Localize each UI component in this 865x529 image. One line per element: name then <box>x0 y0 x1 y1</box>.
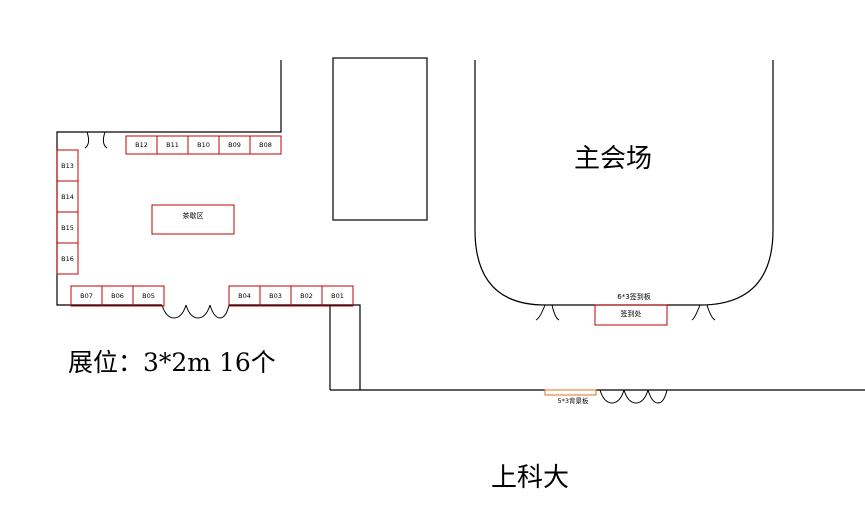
pillar <box>332 57 428 221</box>
signin-board-label: 6*3签到板 <box>617 293 651 301</box>
building-label: 上科大 <box>491 463 570 493</box>
booth-label-b03: B03 <box>269 292 282 300</box>
tea-area-label: 茶歇区 <box>182 212 204 220</box>
booth-label-b16: B16 <box>61 255 74 263</box>
exhibition-hall-wall <box>56 60 282 306</box>
signin-desk-box <box>594 304 668 326</box>
booth-b01 <box>321 285 354 307</box>
door-top <box>84 131 108 149</box>
booth-b16 <box>56 242 79 275</box>
booth-label-b12: B12 <box>135 141 148 149</box>
door-exhibition-bottom <box>161 304 230 319</box>
booth-label-b15: B15 <box>61 224 74 232</box>
walls <box>56 60 865 391</box>
booth-label-b11: B11 <box>166 141 179 149</box>
tea-area-box <box>151 204 235 235</box>
booth-label-b08: B08 <box>259 141 272 149</box>
booth-label-b10: B10 <box>197 141 210 149</box>
booth-label-b09: B09 <box>228 141 241 149</box>
main-hall-left-wall <box>474 60 546 306</box>
door-main-hall-left <box>535 304 560 321</box>
backdrop-box <box>544 389 597 396</box>
backdrop-label: 5*3背景板 <box>557 397 589 405</box>
main-hall-right-wall <box>699 60 774 306</box>
booth-label-b05: B05 <box>142 292 155 300</box>
booth-label-b02: B02 <box>300 292 313 300</box>
booth-label-b06: B06 <box>111 292 124 300</box>
booth-b08 <box>249 135 282 155</box>
main-hall-label: 主会场 <box>574 144 653 174</box>
booth-info-text: 展位：3*2m 16个 <box>68 348 276 377</box>
booth-label-b07: B07 <box>80 292 93 300</box>
door-building-entrance <box>599 389 668 404</box>
booth-label-b13: B13 <box>61 162 74 170</box>
signin-desk-label: 签到处 <box>620 310 642 318</box>
booth-b05 <box>132 285 165 307</box>
booth-label-b04: B04 <box>238 292 251 300</box>
booth-label-b01: B01 <box>331 292 344 300</box>
doors <box>84 131 716 404</box>
exhibition-hall-wall-lower <box>229 304 361 390</box>
booths <box>56 135 668 326</box>
booth-label-b14: B14 <box>61 193 74 201</box>
door-main-hall-right <box>691 304 716 321</box>
